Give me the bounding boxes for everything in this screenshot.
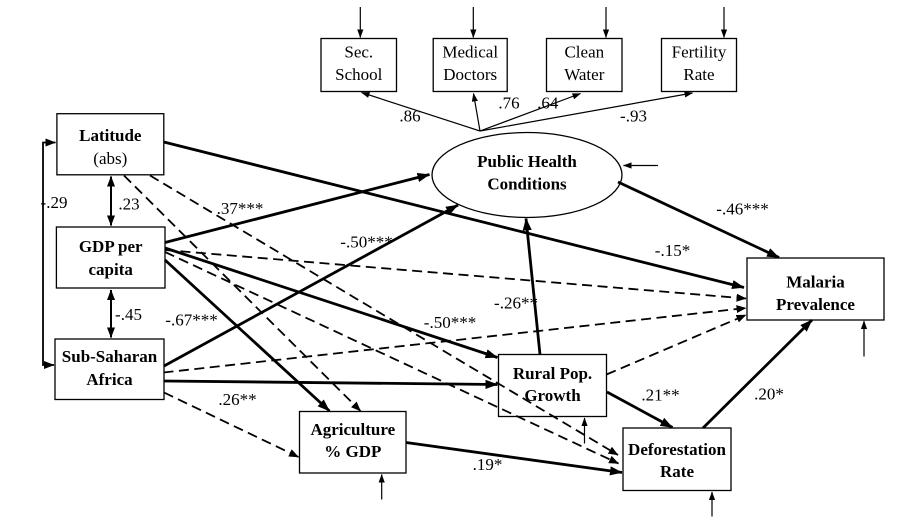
svg-text:.64: .64 (537, 94, 559, 113)
svg-text:.86: .86 (399, 107, 420, 126)
svg-text:-.93: -.93 (620, 107, 647, 126)
svg-text:Public Health: Public Health (477, 152, 577, 171)
svg-text:Water: Water (564, 65, 604, 84)
svg-text:Growth: Growth (524, 386, 581, 405)
svg-text:Conditions: Conditions (487, 175, 567, 194)
svg-text:(abs): (abs) (93, 149, 127, 168)
svg-text:Rate: Rate (683, 65, 714, 84)
svg-text:% GDP: % GDP (324, 442, 381, 461)
svg-text:.21**: .21** (641, 386, 679, 405)
svg-text:Rural Pop.: Rural Pop. (513, 364, 592, 383)
svg-text:Malaria: Malaria (786, 273, 845, 292)
svg-text:.26**: .26** (218, 390, 256, 409)
svg-text:-.15*: -.15* (655, 241, 690, 260)
svg-text:-.50***: -.50*** (424, 313, 476, 332)
svg-text:-.45: -.45 (115, 305, 142, 324)
svg-text:.20*: .20* (754, 385, 784, 404)
svg-text:Prevalence: Prevalence (776, 295, 855, 314)
svg-text:.19*: .19* (473, 455, 503, 474)
svg-text:Deforestation: Deforestation (628, 440, 726, 459)
svg-text:.23: .23 (118, 195, 139, 214)
svg-text:School: School (335, 65, 383, 84)
svg-text:Fertility: Fertility (672, 43, 727, 62)
svg-text:Doctors: Doctors (443, 65, 497, 84)
svg-text:-.50***: -.50*** (340, 233, 392, 252)
svg-text:-.26**: -.26** (494, 294, 538, 313)
svg-text:Agriculture: Agriculture (310, 420, 395, 439)
svg-text:Clean: Clean (564, 43, 604, 62)
svg-text:.76: .76 (498, 94, 519, 113)
svg-text:Rate: Rate (660, 462, 694, 481)
svg-text:Medical: Medical (442, 43, 498, 62)
svg-text:-.67***: -.67*** (165, 311, 217, 330)
svg-text:Africa: Africa (86, 370, 133, 389)
svg-text:.37***: .37*** (217, 199, 264, 218)
svg-text:GDP per: GDP per (79, 237, 143, 256)
svg-text:-.46***: -.46*** (716, 200, 768, 219)
svg-text:capita: capita (89, 260, 134, 279)
svg-text:Sub-Saharan: Sub-Saharan (62, 347, 158, 366)
svg-text:-.29: -.29 (41, 193, 68, 212)
svg-text:Latitude: Latitude (79, 126, 142, 145)
svg-text:Sec.: Sec. (344, 43, 373, 62)
